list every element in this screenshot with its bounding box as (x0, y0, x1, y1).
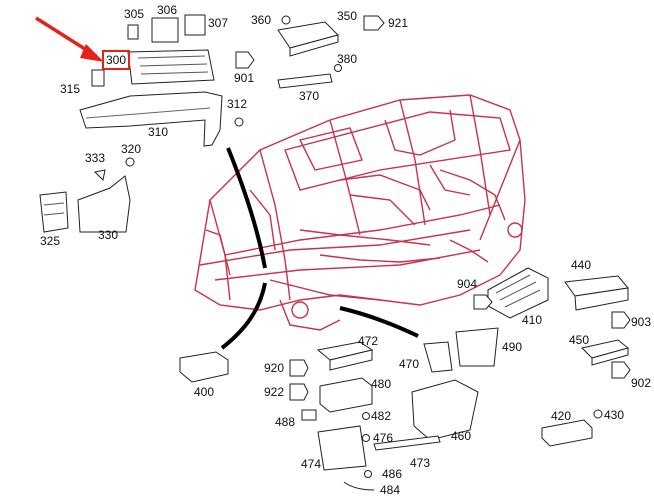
label-306: 306 (156, 3, 178, 17)
label-476: 476 (372, 431, 394, 445)
label-430: 430 (603, 408, 625, 422)
label-333: 333 (84, 151, 106, 165)
label-472: 472 (357, 334, 379, 348)
label-480: 480 (370, 377, 392, 391)
label-488: 488 (274, 415, 296, 429)
label-486: 486 (381, 467, 403, 481)
label-474: 474 (300, 457, 322, 471)
label-904: 904 (456, 277, 478, 291)
highlight-arrow (35, 16, 104, 62)
label-307: 307 (207, 16, 229, 30)
label-310: 310 (147, 125, 169, 139)
label-490: 490 (501, 340, 523, 354)
label-903: 903 (630, 315, 652, 329)
label-360: 360 (250, 13, 272, 27)
label-450: 450 (568, 333, 590, 347)
leader-lines (220, 147, 419, 350)
highlight-box (102, 50, 130, 70)
label-440: 440 (570, 258, 592, 272)
label-330: 330 (97, 228, 119, 242)
label-482: 482 (370, 409, 392, 423)
label-921a: 921 (387, 16, 409, 30)
part-sketches (39, 14, 631, 491)
label-920: 920 (263, 361, 285, 375)
label-305: 305 (123, 7, 145, 21)
label-484: 484 (379, 483, 401, 497)
label-410: 410 (521, 313, 543, 327)
label-470: 470 (398, 357, 420, 371)
label-901: 901 (233, 71, 255, 85)
label-320: 320 (120, 142, 142, 156)
vehicle-body-shell (194, 94, 526, 331)
label-312: 312 (226, 97, 248, 111)
label-473: 473 (409, 456, 431, 470)
label-380: 380 (336, 52, 358, 66)
label-460: 460 (450, 429, 472, 443)
label-902: 902 (630, 376, 652, 390)
label-300: 300 (105, 53, 127, 67)
label-325: 325 (39, 234, 61, 248)
label-420: 420 (550, 409, 572, 423)
label-922: 922 (263, 385, 285, 399)
label-350: 350 (336, 9, 358, 23)
label-400: 400 (193, 385, 215, 399)
label-315: 315 (59, 82, 81, 96)
label-370: 370 (298, 89, 320, 103)
